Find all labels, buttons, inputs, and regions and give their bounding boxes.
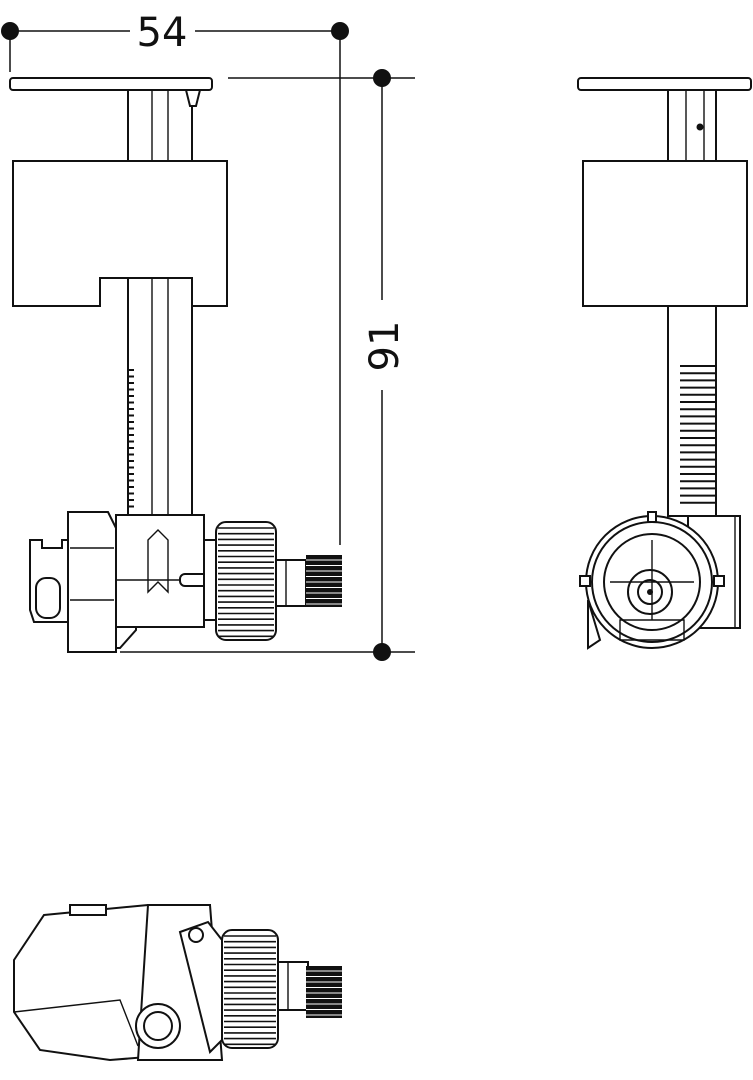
bottom-thread bbox=[306, 970, 342, 1016]
height-dimension: 91 bbox=[120, 69, 415, 661]
thread bbox=[306, 559, 342, 605]
width-dimension: 54 bbox=[1, 10, 349, 545]
side-view bbox=[577, 77, 752, 650]
bottom-nut-knurling bbox=[224, 935, 276, 1046]
side-shaft-ribs bbox=[680, 365, 716, 504]
width-dimension-label: 54 bbox=[137, 10, 188, 56]
shaft-ribs bbox=[128, 369, 134, 508]
height-dimension-label: 91 bbox=[362, 321, 408, 372]
bottom-view bbox=[13, 904, 342, 1062]
nut-knurling bbox=[218, 527, 274, 638]
front-view bbox=[9, 77, 342, 653]
